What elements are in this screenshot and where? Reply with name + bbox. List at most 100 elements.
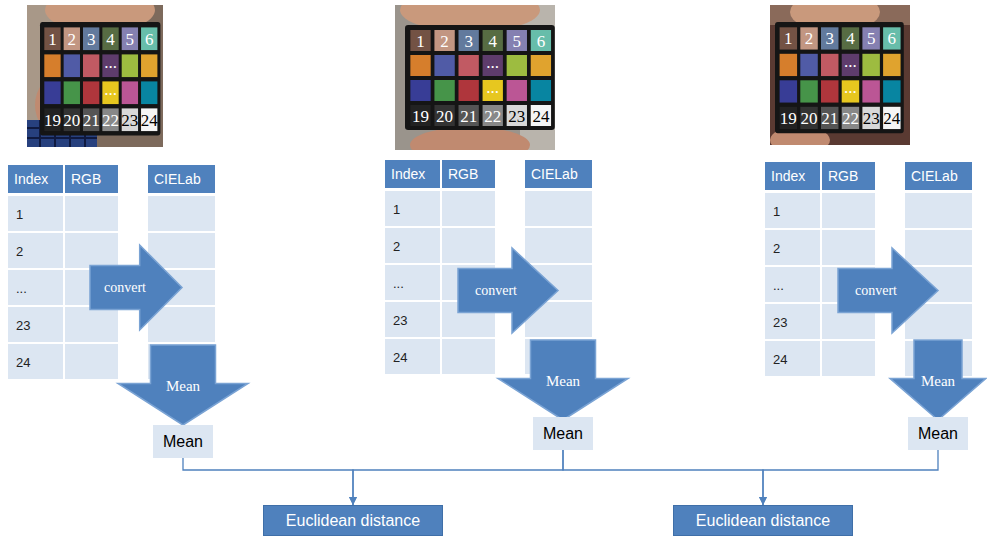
convert-arrow: convert	[458, 248, 558, 333]
patch-number: 6	[537, 32, 546, 49]
arrow-outline	[838, 248, 938, 333]
patch-number: 24	[883, 109, 900, 126]
patch-number: 19	[44, 111, 61, 128]
text-holder: convert	[475, 282, 517, 298]
patch-number: 24	[532, 107, 549, 124]
row-index: 24	[16, 355, 30, 368]
row-index: 1	[393, 202, 400, 215]
connector	[353, 450, 563, 505]
node-text: Mean	[921, 374, 955, 391]
table-header: RGB	[828, 169, 858, 183]
text-holder: Mean	[543, 424, 583, 442]
mean-arrow: Mean	[118, 345, 248, 425]
patch-number: 20	[436, 107, 453, 124]
patch-number: 6	[145, 30, 154, 47]
table-header: Index	[14, 172, 48, 186]
row-index: ...	[393, 276, 404, 289]
row-index: 23	[393, 313, 407, 326]
convert-arrow: convert	[90, 245, 182, 330]
patch-number: 23	[508, 107, 525, 124]
patch-number: 2	[440, 32, 449, 49]
patch-number: 2	[68, 30, 77, 47]
convert-arrow: convert	[838, 248, 938, 333]
text-holder: Mean	[546, 374, 580, 391]
patch-number: 21	[83, 111, 100, 128]
patch-number: 5	[126, 30, 135, 47]
text-holder: Euclidean distance	[696, 511, 830, 529]
patch-number: 24	[141, 111, 158, 128]
patch-number: 20	[63, 111, 80, 128]
row-index: 24	[773, 352, 787, 365]
process-box: Euclidean distance	[673, 505, 853, 536]
patch-number: ...	[844, 52, 857, 69]
row-index: 23	[773, 315, 787, 328]
row-index: 2	[16, 244, 23, 257]
patch-number: 4	[846, 30, 855, 47]
patch-number: 2	[805, 30, 814, 47]
photo	[770, 5, 910, 145]
patch-number: 1	[416, 32, 425, 49]
row-index: 24	[393, 350, 407, 363]
patch-number: 23	[863, 109, 880, 126]
patch-number: 3	[825, 30, 834, 47]
row-index: ...	[16, 281, 27, 294]
patch-number: 5	[867, 30, 876, 47]
text-holder: Mean	[921, 374, 955, 391]
table-header: Index	[771, 169, 805, 183]
patch-number: 20	[801, 109, 818, 126]
patch-number: 5	[513, 32, 522, 49]
row-index: 23	[16, 318, 30, 331]
table-header: RGB	[448, 167, 478, 181]
node-text: Euclidean distance	[286, 511, 420, 529]
node-text: Mean	[163, 432, 203, 450]
mean-box: Mean	[908, 417, 968, 450]
node-text: Euclidean distance	[696, 511, 830, 529]
patch-number: 19	[412, 107, 429, 124]
photo	[395, 5, 555, 150]
row-index: 1	[16, 207, 23, 220]
table-header: Index	[391, 167, 425, 181]
text-holder: Mean	[166, 379, 200, 396]
patch-number: 21	[821, 109, 838, 126]
process-box: Euclidean distance	[263, 505, 443, 536]
patch-number: 1	[784, 30, 793, 47]
text-holder: convert	[104, 279, 146, 295]
arrow-outline	[890, 340, 986, 420]
text-holder: Mean	[918, 424, 958, 442]
node-text: convert	[855, 282, 897, 298]
patch-number: ...	[486, 78, 499, 95]
node-text: Mean	[543, 424, 583, 442]
patch-number: 22	[842, 109, 859, 126]
text-holder: Mean	[163, 432, 203, 450]
node-text: convert	[104, 279, 146, 295]
patch-number: 23	[121, 111, 138, 128]
patch-number: 19	[780, 109, 797, 126]
photo	[27, 5, 163, 147]
patch-number: ...	[844, 79, 857, 96]
row-index: ...	[773, 278, 784, 291]
row-index: 2	[393, 239, 400, 252]
node-text: Mean	[918, 424, 958, 442]
patch-number: ...	[104, 80, 117, 97]
mean-box: Mean	[533, 417, 593, 450]
mean-box: Mean	[153, 425, 213, 458]
patch-number: 4	[106, 30, 115, 47]
arrow-outline	[90, 245, 182, 330]
patch-number: ...	[104, 53, 117, 70]
text-holder: Euclidean distance	[286, 511, 420, 529]
arrow-outline	[458, 248, 558, 333]
node-text: convert	[475, 282, 517, 298]
arrow-outline	[118, 345, 248, 425]
connector	[183, 458, 353, 505]
patch-number: 3	[87, 30, 96, 47]
row-index: 1	[773, 204, 780, 217]
mean-arrow: Mean	[890, 340, 986, 420]
patch-number: 22	[484, 107, 501, 124]
connector	[563, 450, 763, 505]
patch-number: 22	[102, 111, 119, 128]
node-text: Mean	[166, 379, 200, 396]
row-index: 2	[773, 241, 780, 254]
node-text: Mean	[546, 374, 580, 391]
patch-number: ...	[486, 53, 499, 70]
